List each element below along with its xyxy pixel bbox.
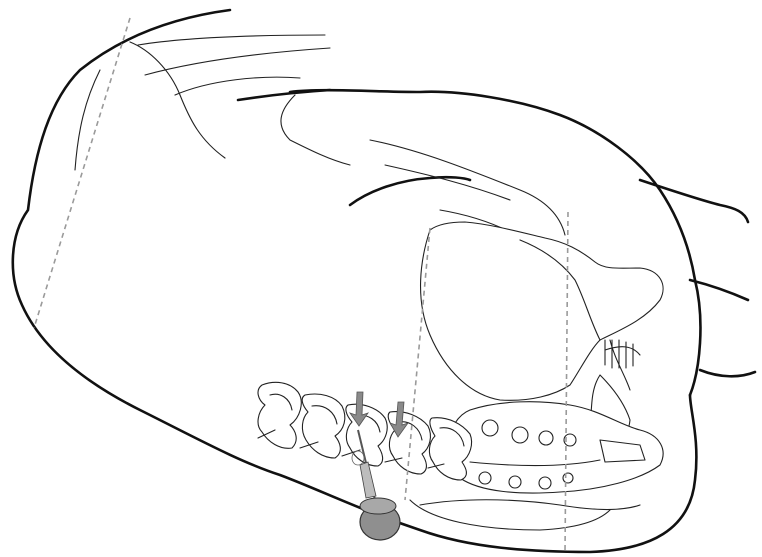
syringe-hub bbox=[360, 498, 400, 540]
